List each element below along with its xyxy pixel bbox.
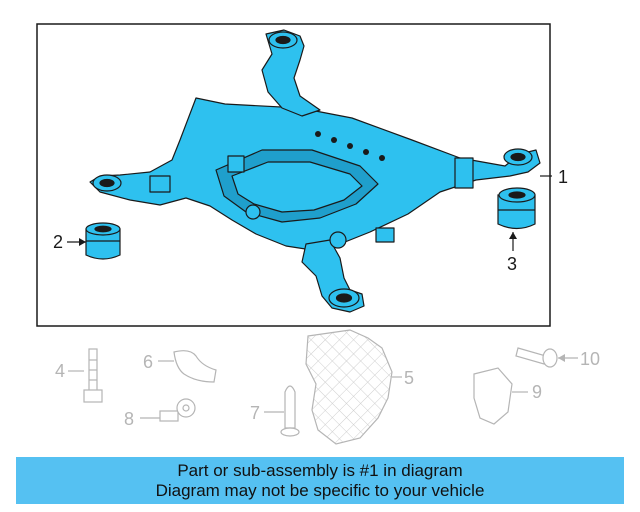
callout-4: 4	[55, 361, 65, 381]
callout-3: 3	[507, 254, 517, 274]
callout-8: 8	[124, 409, 134, 429]
callout-9: 9	[532, 382, 542, 402]
bracket-5[interactable]	[305, 329, 393, 445]
arrow-3	[509, 232, 517, 239]
callout-2: 2	[53, 232, 63, 252]
bushing-3[interactable]	[497, 187, 536, 230]
bolt-4[interactable]	[83, 348, 103, 403]
callout-10: 10	[580, 349, 600, 369]
insulator-6[interactable]	[173, 350, 217, 383]
banner-line-1: Part or sub-assembly is #1 in diagram	[177, 460, 463, 480]
callout-5: 5	[404, 368, 414, 388]
callout-1: 1	[558, 167, 568, 187]
subframe[interactable]	[89, 29, 541, 313]
screw-10[interactable]	[515, 347, 558, 368]
clip-7[interactable]	[280, 385, 300, 437]
callout-7: 7	[250, 403, 260, 423]
callout-6: 6	[143, 352, 153, 372]
bushing-2[interactable]	[85, 222, 121, 260]
bracket-9[interactable]	[473, 367, 513, 425]
arrow-2	[79, 238, 86, 246]
assembly-frame	[36, 23, 551, 327]
info-banner: Part or sub-assembly is #1 in diagram Di…	[16, 457, 624, 504]
clip-8[interactable]	[159, 398, 196, 422]
banner-line-2: Diagram may not be specific to your vehi…	[155, 480, 485, 500]
arrow-10	[558, 354, 565, 362]
